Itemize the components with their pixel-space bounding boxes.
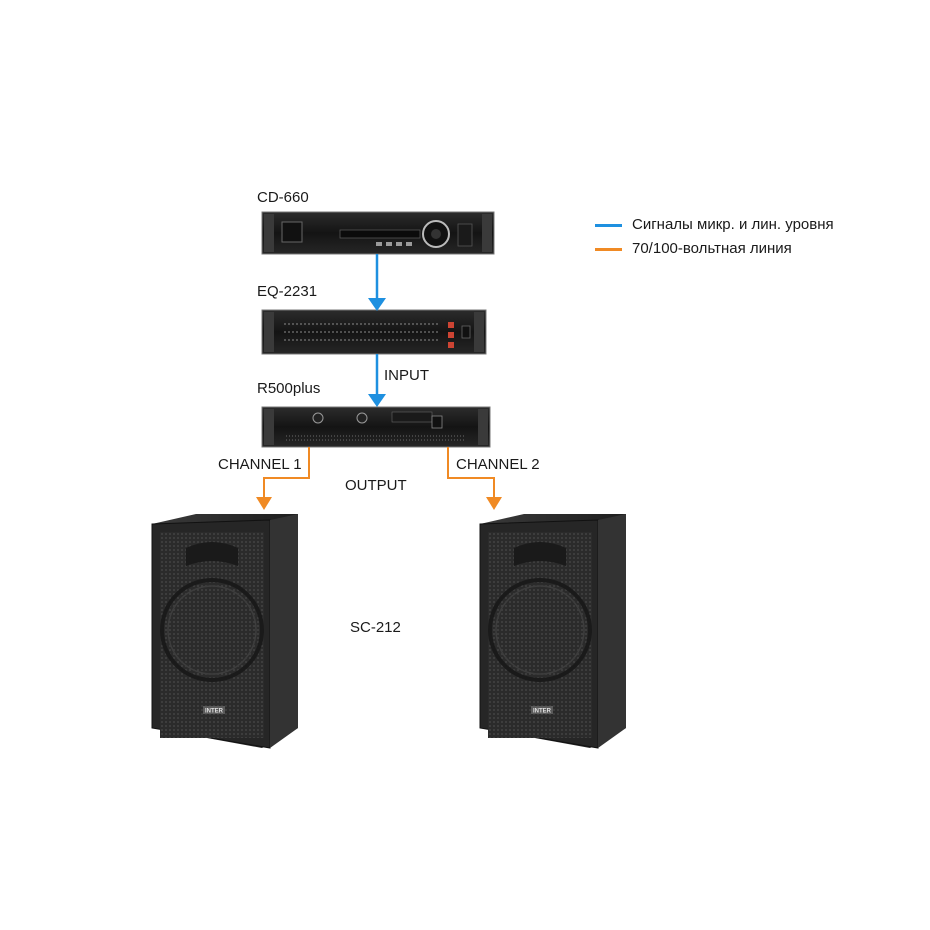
legend-item-signal: Сигналы микр. и лин. уровня <box>595 216 834 234</box>
legend-label-signal: Сигналы микр. и лин. уровня <box>632 216 834 233</box>
signal-arrows <box>368 254 386 407</box>
equalizer-unit <box>261 309 487 355</box>
cd-player-unit <box>261 211 495 255</box>
amplifier-unit <box>261 406 491 448</box>
channel-2-label: CHANNEL 2 <box>456 456 540 473</box>
left-speaker-badge: INTER <box>205 709 224 715</box>
legend-item-speaker-line: 70/100-вольтная линия <box>595 240 792 258</box>
channel-1-arrow-head <box>256 497 272 510</box>
right-speaker-badge: INTER <box>533 709 552 715</box>
cd-player-label: CD-660 <box>257 189 309 206</box>
output-label: OUTPUT <box>345 477 407 494</box>
legend-swatch-blue <box>595 223 622 227</box>
input-label: INPUT <box>384 367 429 384</box>
equalizer-label: EQ-2231 <box>257 283 318 300</box>
amplifier-label: R500plus <box>257 380 321 397</box>
speaker-model-label: SC-212 <box>350 619 401 636</box>
right-speaker: INTER <box>479 514 626 749</box>
left-speaker: INTER <box>151 514 298 749</box>
channel-1-label: CHANNEL 1 <box>218 456 302 473</box>
output-lines <box>263 447 495 499</box>
channel-2-arrow-head <box>486 497 502 510</box>
legend-label-speaker-line: 70/100-вольтная линия <box>632 240 792 257</box>
legend-swatch-orange <box>595 247 622 251</box>
